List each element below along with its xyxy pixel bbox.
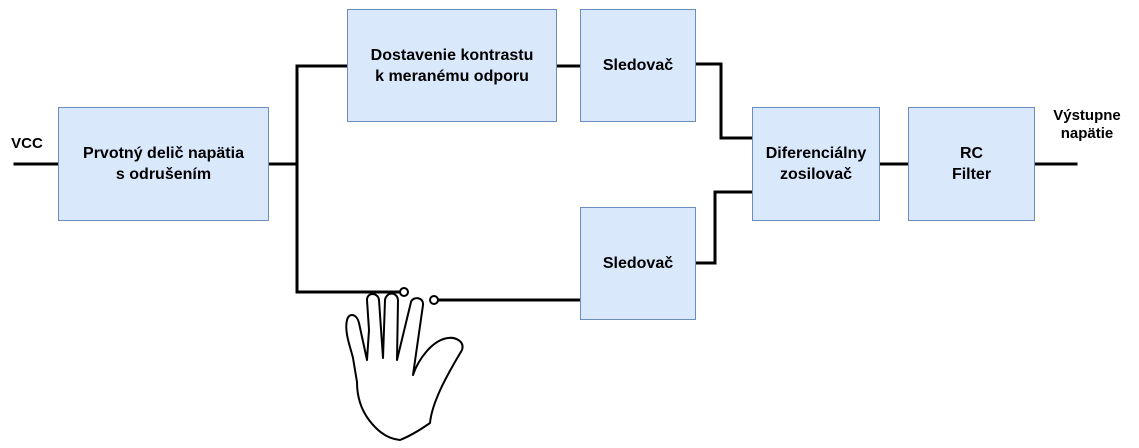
block-contrast: Dostavenie kontrastu k meranému odporu [347,9,557,122]
hand-icon [345,287,464,441]
vcc-label: VCC [11,135,43,152]
finger-contact-right [429,295,439,305]
finger-contact-left [399,287,409,297]
block-divider: Prvotný delič napätia s odrušením [58,107,269,221]
wire-follower-top-to-diff [694,62,754,140]
block-follower-top-label: Sledovač [602,57,674,74]
block-contrast-label: Dostavenie kontrastu k meranému odporu [370,46,534,85]
output-label: Výstupne napätie [1053,107,1121,142]
block-divider-label: Prvotný delič napätia s odrušením [83,145,244,183]
block-diff-amp-label: Diferenciálny zosilovač [765,145,867,183]
wire-follower-bottom-to-diff [694,190,754,265]
block-follower-top: Sledovač [580,9,696,122]
block-rc-filter: RC Filter [908,107,1035,221]
block-follower-bottom: Sledovač [580,207,696,320]
block-diff-amp: Diferenciálny zosilovač [752,107,880,221]
block-rc-filter-label: RC Filter [951,145,992,183]
block-follower-bottom-label: Sledovač [602,255,674,272]
